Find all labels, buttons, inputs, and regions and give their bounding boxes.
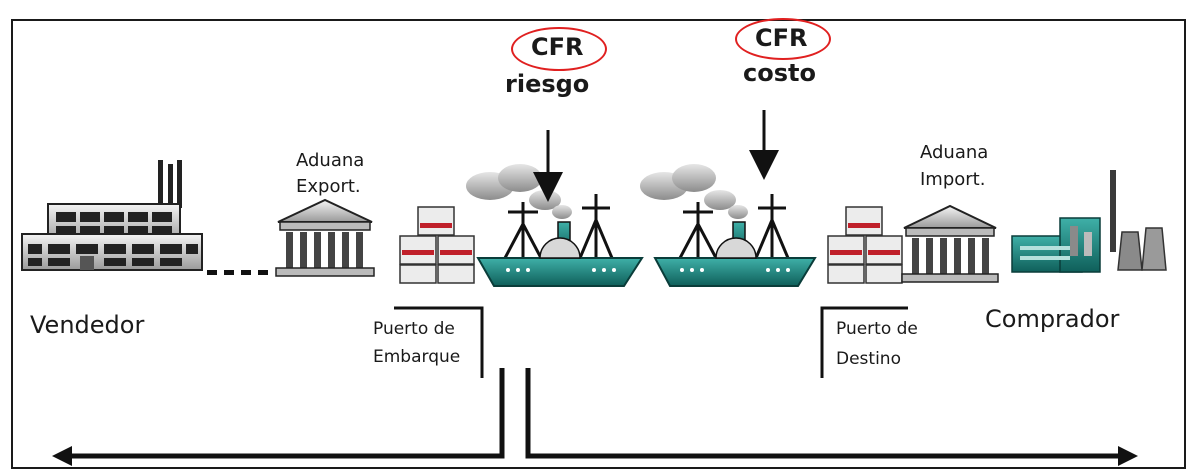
port-of-loading-bracket xyxy=(394,306,484,378)
aduana-export-line1: Aduana xyxy=(296,150,365,171)
road-dashes xyxy=(207,270,268,275)
port-of-destination-bracket xyxy=(820,306,908,378)
import-containers-icon xyxy=(827,206,903,284)
diagram-frame xyxy=(11,19,1186,469)
aduana-export-line2: Export. xyxy=(296,176,361,197)
port-of-destination-line2: Destino xyxy=(836,349,901,369)
seller-responsibility-arrow xyxy=(52,368,505,466)
import-customs-building-icon xyxy=(901,204,999,283)
cfr-cost-highlight-oval xyxy=(735,18,831,60)
buyer-responsibility-arrow xyxy=(525,368,1138,466)
export-customs-building-icon xyxy=(275,198,375,277)
seller-label: Vendedor xyxy=(30,311,145,339)
aduana-import-line1: Aduana xyxy=(920,142,989,163)
aduana-import-line2: Import. xyxy=(920,169,986,190)
cfr-risk-highlight-oval xyxy=(511,27,607,71)
buyer-plant-icon xyxy=(1011,170,1167,273)
cfr-cost-term: CFR xyxy=(755,24,808,52)
port-of-loading-line1: Puerto de xyxy=(373,319,455,339)
cfr-risk-term: CFR xyxy=(531,33,584,61)
port-of-loading-line2: Embarque xyxy=(373,347,461,367)
ship-2-icon xyxy=(640,164,817,287)
export-containers-icon xyxy=(399,206,475,284)
port-of-destination-line1: Puerto de xyxy=(836,319,918,339)
ship-1-icon xyxy=(466,164,644,287)
cfr-cost-caption: costo xyxy=(743,59,816,87)
cfr-risk-caption: riesgo xyxy=(505,70,590,98)
seller-factory-icon xyxy=(21,160,203,271)
buyer-label: Comprador xyxy=(985,305,1120,333)
